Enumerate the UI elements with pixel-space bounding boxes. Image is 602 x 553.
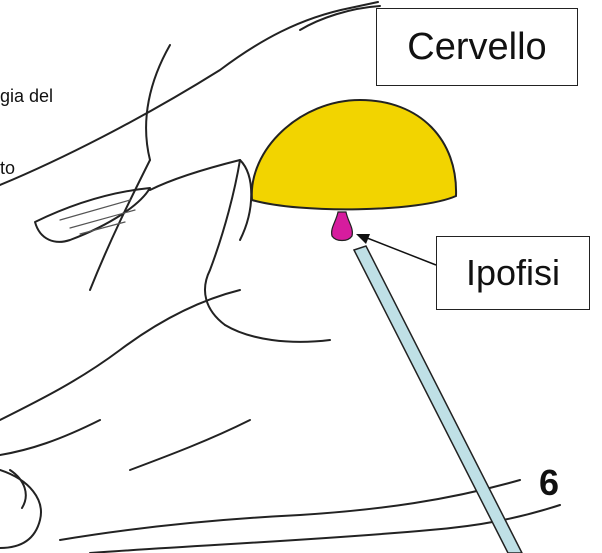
corner-text: gia del to: [0, 36, 100, 204]
brain-shape: [252, 100, 456, 209]
pituitary-label: Ipofisi: [436, 236, 590, 310]
corner-text-line-1: gia del: [0, 84, 100, 108]
pituitary-shape: [332, 212, 353, 241]
brain-label: Cervello: [376, 8, 578, 86]
corner-text-line-2: to: [0, 156, 100, 180]
page-number: 6: [539, 462, 559, 504]
